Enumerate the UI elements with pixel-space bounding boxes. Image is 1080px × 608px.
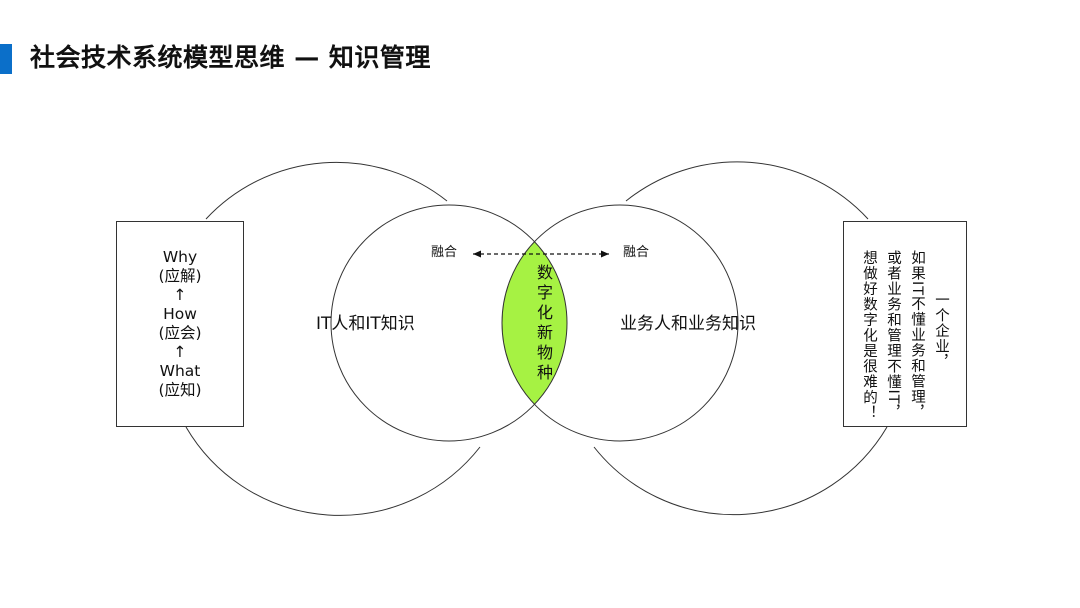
up-arrow-glyph: ↑ xyxy=(173,343,187,361)
page-title: 社会技术系统模型思维 — 知识管理 xyxy=(30,43,431,72)
outer-arc-left-top xyxy=(205,161,448,220)
conclusion-box: 一个企业， 如果IT不懂业务和管理， 或者业务和管理不懂IT， 想做好数字化是很难的！ xyxy=(843,221,967,427)
conclusion-column: 想做好数字化是很难的！ xyxy=(861,250,877,421)
left-box-line: (应解) xyxy=(158,267,202,285)
conclusion-column: 如果IT不懂业务和管理， xyxy=(909,250,925,421)
left-circle-label: IT人和IT知识 xyxy=(316,314,415,334)
left-box-line: Why xyxy=(162,248,198,266)
why-how-what-box: Why(应解)↑How(应会)↑What(应知) xyxy=(116,221,244,427)
outer-arc-right-top xyxy=(625,161,869,220)
fusion-label-left: 融合 xyxy=(431,245,458,260)
left-box-line: (应知) xyxy=(158,381,202,399)
title-accent-bar xyxy=(0,44,12,74)
left-box-line: (应会) xyxy=(158,324,202,342)
up-arrow-glyph: ↑ xyxy=(173,286,187,304)
left-box-line: What xyxy=(159,362,201,380)
outer-arc-left-bottom xyxy=(185,426,481,516)
conclusion-column: 或者业务和管理不懂IT， xyxy=(885,250,901,421)
fusion-label-right: 融合 xyxy=(623,245,650,260)
intersection-label: 数字化新物种 xyxy=(534,264,553,384)
outer-arc-right-bottom xyxy=(593,426,888,516)
right-circle-label: 业务人和业务知识 xyxy=(620,314,756,334)
left-circle xyxy=(330,204,568,442)
right-circle xyxy=(501,204,739,442)
left-box-line: How xyxy=(163,305,197,323)
conclusion-column: 一个企业， xyxy=(933,292,949,370)
